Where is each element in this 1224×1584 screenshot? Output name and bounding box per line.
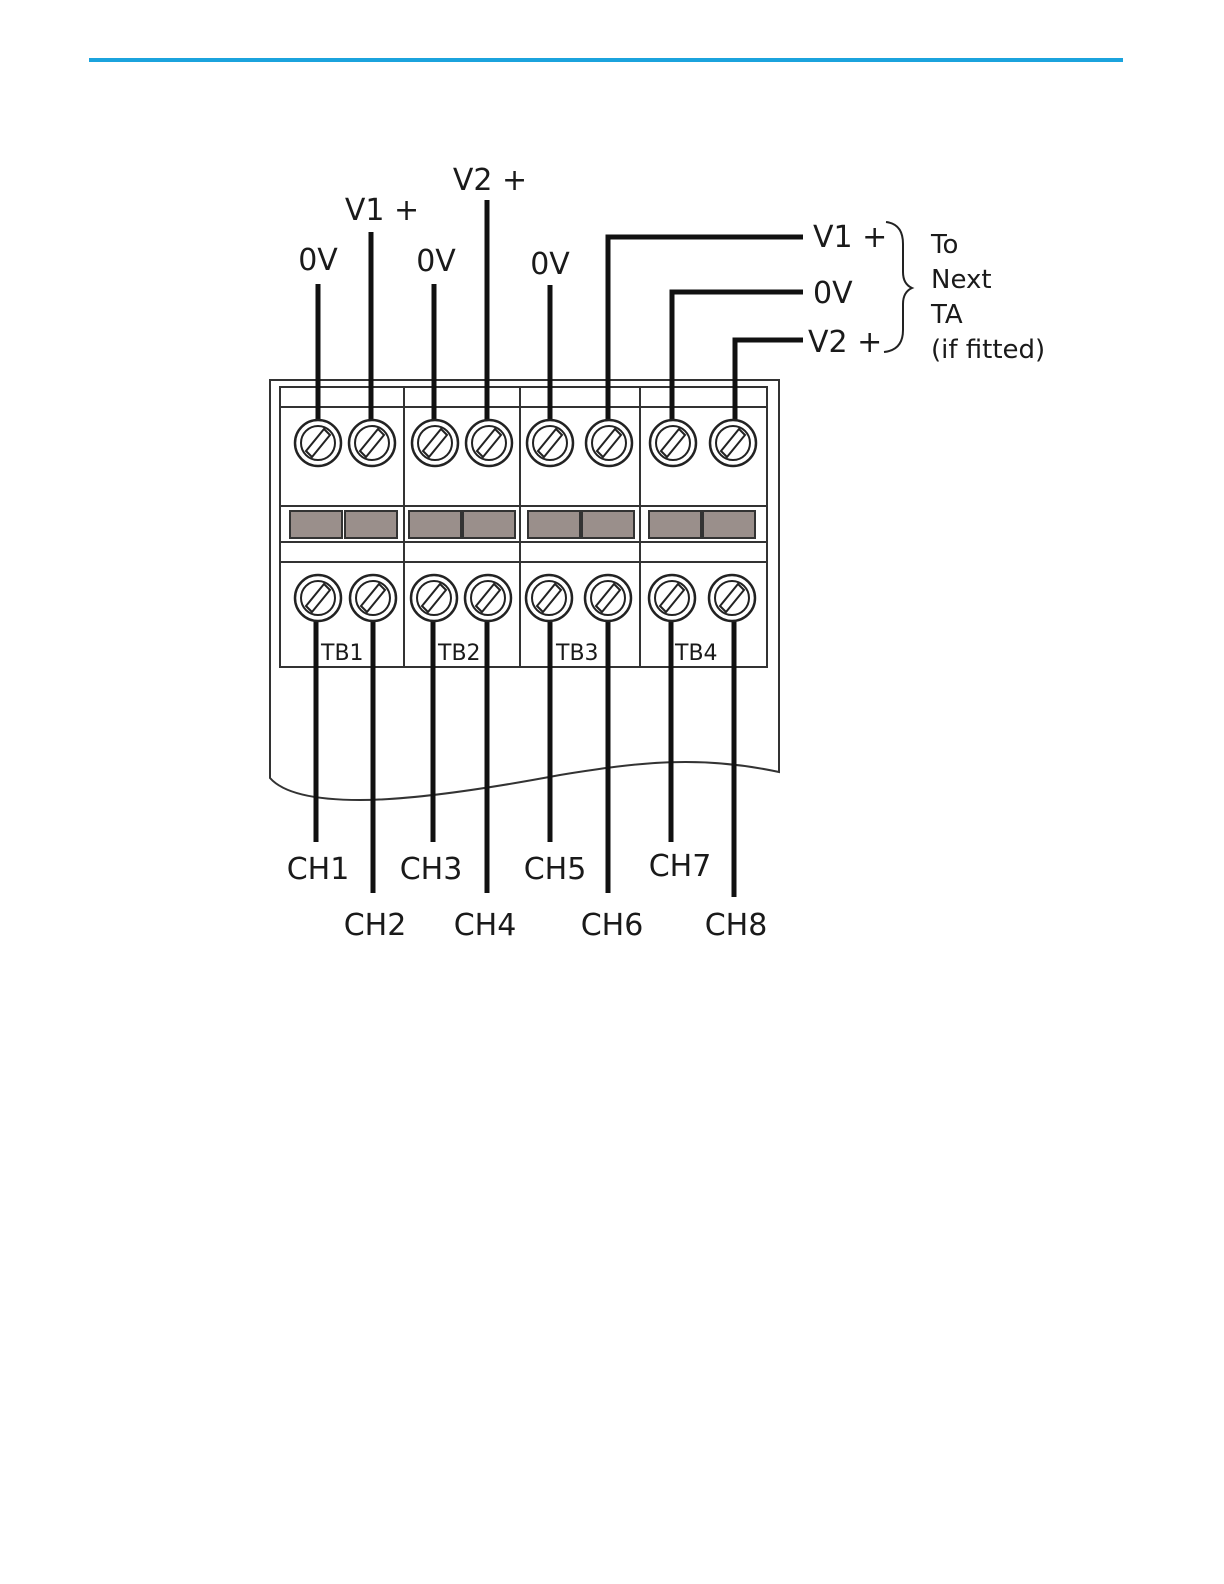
wire-v1-plus-out bbox=[608, 237, 803, 420]
screw-icon bbox=[585, 575, 631, 621]
label-tb3: TB3 bbox=[555, 641, 599, 666]
label-tb1: TB1 bbox=[320, 641, 364, 666]
screw-icon bbox=[586, 420, 632, 466]
screw-icon bbox=[465, 575, 511, 621]
label-ch2: CH2 bbox=[344, 908, 407, 943]
pad bbox=[649, 511, 701, 538]
screw-icon bbox=[295, 575, 341, 621]
top-screws bbox=[295, 420, 756, 466]
screw-icon bbox=[649, 575, 695, 621]
label-0v-b: 0V bbox=[416, 244, 456, 279]
screw-icon bbox=[466, 420, 512, 466]
bottom-screws bbox=[295, 575, 755, 621]
indicator-pads bbox=[290, 511, 755, 538]
screw-icon bbox=[527, 420, 573, 466]
pad bbox=[290, 511, 342, 538]
next-ta-note: To Next TA (if fitted) bbox=[930, 230, 1045, 365]
pad bbox=[345, 511, 397, 538]
label-ch1: CH1 bbox=[287, 852, 350, 887]
terminal-housing bbox=[270, 380, 779, 800]
terminal-block-labels: TB1 TB2 TB3 TB4 bbox=[320, 641, 718, 666]
screw-icon bbox=[412, 420, 458, 466]
screw-icon bbox=[650, 420, 696, 466]
screw-icon bbox=[526, 575, 572, 621]
label-v1-plus: V1 + bbox=[345, 193, 419, 228]
label-ch4: CH4 bbox=[454, 908, 517, 943]
note-line-1: To bbox=[930, 230, 958, 260]
note-line-4: (if fitted) bbox=[931, 335, 1045, 365]
label-v1-plus-out: V1 + bbox=[813, 220, 887, 255]
pad bbox=[409, 511, 461, 538]
label-0v-out: 0V bbox=[813, 276, 853, 311]
next-ta-labels: V1 + 0V V2 + bbox=[808, 220, 887, 360]
screw-icon bbox=[295, 420, 341, 466]
channel-labels: CH1 CH2 CH3 CH4 CH5 CH6 CH7 CH8 bbox=[287, 849, 768, 943]
label-0v-a: 0V bbox=[298, 243, 338, 278]
label-ch5: CH5 bbox=[524, 852, 587, 887]
top-labels: 0V V1 + 0V V2 + 0V bbox=[298, 163, 570, 282]
label-ch8: CH8 bbox=[705, 908, 768, 943]
label-ch6: CH6 bbox=[581, 908, 644, 943]
screw-icon bbox=[709, 575, 755, 621]
label-tb2: TB2 bbox=[437, 641, 481, 666]
screw-icon bbox=[710, 420, 756, 466]
grouping-brace bbox=[884, 222, 912, 352]
label-0v-c: 0V bbox=[530, 247, 570, 282]
note-line-2: Next bbox=[931, 265, 992, 295]
label-v2-plus: V2 + bbox=[453, 163, 527, 198]
screw-icon bbox=[411, 575, 457, 621]
pad bbox=[463, 511, 515, 538]
label-tb4: TB4 bbox=[674, 641, 718, 666]
label-ch7: CH7 bbox=[649, 849, 712, 884]
pad bbox=[703, 511, 755, 538]
screw-icon bbox=[349, 420, 395, 466]
label-v2-plus-out: V2 + bbox=[808, 325, 882, 360]
label-ch3: CH3 bbox=[400, 852, 463, 887]
note-line-3: TA bbox=[930, 300, 963, 330]
pad bbox=[582, 511, 634, 538]
screw-icon bbox=[350, 575, 396, 621]
pad bbox=[528, 511, 580, 538]
